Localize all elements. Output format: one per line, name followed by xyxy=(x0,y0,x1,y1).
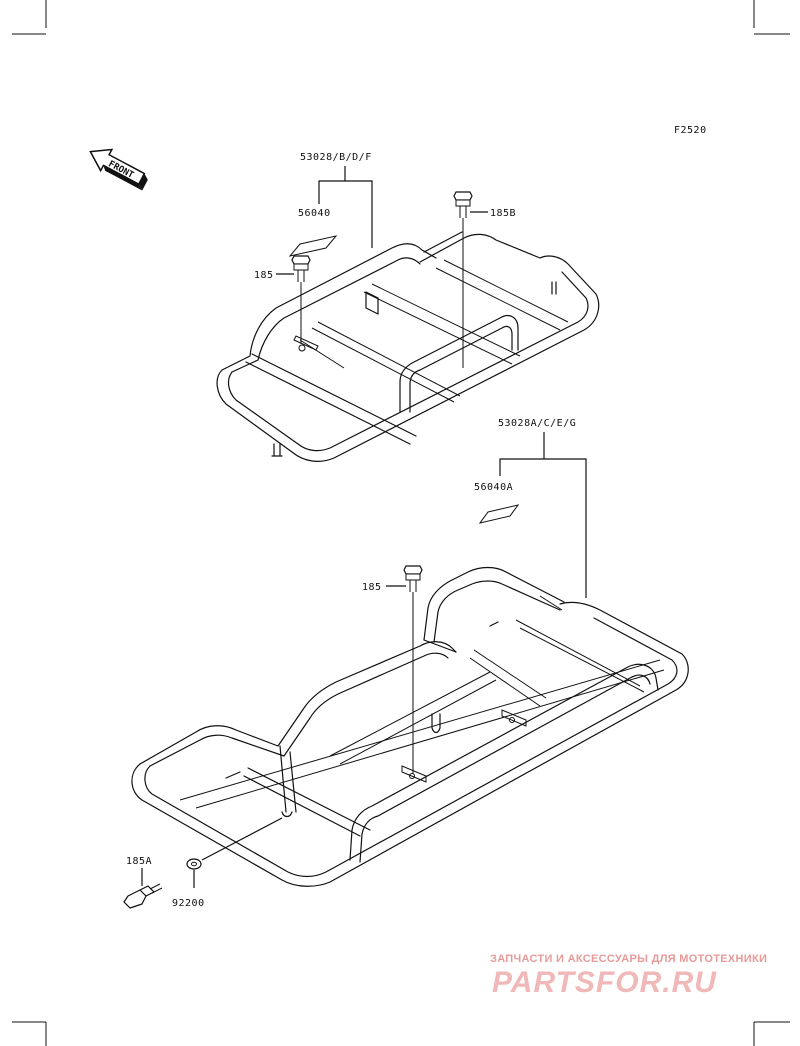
label-rear-sticker: 56040A xyxy=(474,482,513,493)
label-rear-bolt-185: 185 xyxy=(362,582,382,593)
front-bolt-185-icon xyxy=(291,255,311,344)
front-carrier-frame xyxy=(216,231,600,462)
rear-carrier-frame xyxy=(131,566,689,887)
label-front-bolt-185: 185 xyxy=(254,270,274,281)
label-front-carrier: 53028/B/D/F xyxy=(300,152,372,163)
label-bottom-bolt-185a: 185A xyxy=(126,856,152,867)
label-front-bolt-185b: 185B xyxy=(490,208,516,219)
front-leader-lines xyxy=(276,166,488,275)
watermark-caption: ЗАПЧАСТИ И АКСЕССУАРЫ ДЛЯ МОТОТЕХНИКИ xyxy=(490,953,767,965)
watermark-logo: PARTSFOR.RU xyxy=(492,966,717,999)
label-washer-92200: 92200 xyxy=(172,898,205,909)
front-bolt-185b-icon xyxy=(453,191,473,368)
crop-marks xyxy=(12,0,790,1046)
rear-bolt-185-icon xyxy=(403,565,423,774)
bottom-bolt-185a-icon xyxy=(123,883,163,909)
label-front-sticker: 56040 xyxy=(298,208,331,219)
rear-leader-lines xyxy=(141,432,587,888)
watermark: ЗАПЧАСТИ И АКСЕССУАРЫ ДЛЯ МОТОТЕХНИКИ PA… xyxy=(490,953,767,999)
front-label-sticker xyxy=(288,235,338,257)
washer-92200-icon xyxy=(186,858,202,870)
label-rear-carrier: 53028A/C/E/G xyxy=(498,418,576,429)
figure-code: F2520 xyxy=(674,125,707,136)
front-direction-arrow-icon: FRONT xyxy=(89,148,148,191)
rear-label-sticker xyxy=(478,504,520,524)
